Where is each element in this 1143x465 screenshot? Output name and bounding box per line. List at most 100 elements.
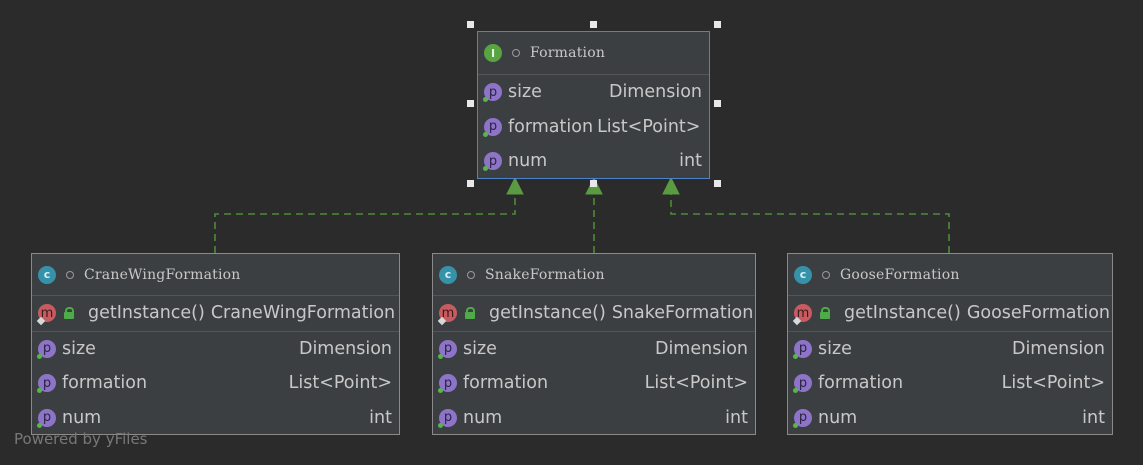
resize-handle-sw[interactable]: [467, 180, 474, 187]
yfiles-watermark: Powered by yFiles: [14, 430, 148, 448]
class-methods: m getInstance() GooseFormation: [788, 296, 1112, 332]
field-name: formation: [463, 373, 549, 394]
field-row[interactable]: p formation List<Point>: [788, 366, 1112, 401]
visibility-icon: [822, 270, 830, 279]
class-icon: c: [38, 265, 56, 284]
field-type: List<Point>: [644, 373, 748, 394]
unlock-icon: [820, 307, 830, 320]
method-name: getInstance(): [844, 303, 961, 324]
method-icon: m: [36, 304, 56, 326]
resize-handle-e[interactable]: [714, 100, 721, 107]
field-type: int: [679, 151, 702, 172]
method-icon: m: [437, 304, 457, 326]
method-name: getInstance(): [489, 303, 606, 324]
field-name: size: [463, 338, 497, 359]
property-icon: p: [438, 339, 457, 359]
class-name: GooseFormation: [840, 266, 960, 283]
property-icon: p: [438, 408, 457, 428]
field-row[interactable]: p size Dimension: [32, 332, 399, 367]
visibility-icon: [66, 270, 74, 279]
class-icon: c: [794, 265, 812, 284]
method-return-type: GooseFormation: [966, 303, 1111, 324]
field-name: size: [508, 82, 542, 103]
interface-name: Formation: [530, 45, 606, 61]
field-type: List<Point>: [1001, 373, 1105, 394]
interface-node-formation[interactable]: I Formation p size Dimension p formation…: [477, 31, 710, 179]
field-type: Dimension: [654, 338, 748, 359]
class-methods: m getInstance() SnakeFormation: [433, 296, 755, 332]
field-name: num: [62, 407, 102, 428]
field-row[interactable]: p size Dimension: [433, 332, 755, 367]
arrowhead-goose: [662, 176, 680, 195]
resize-handle-ne[interactable]: [714, 21, 721, 28]
unlock-icon: [64, 307, 74, 320]
unlock-icon: [465, 307, 475, 320]
method-return-type: CraneWingFormation: [210, 303, 396, 324]
visibility-icon: [512, 49, 520, 57]
edge-cranewing-to-formation[interactable]: [214, 193, 516, 253]
property-icon: p: [37, 408, 56, 428]
class-fields: p size Dimension p formation List<Point>…: [32, 332, 399, 436]
property-icon: p: [37, 339, 56, 359]
field-type: int: [725, 407, 748, 428]
field-type: List<Point>: [597, 116, 701, 137]
field-name: formation: [508, 116, 594, 137]
field-name: formation: [818, 373, 904, 394]
resize-handle-s[interactable]: [590, 180, 597, 187]
property-icon: p: [793, 339, 812, 359]
resize-handle-n[interactable]: [590, 21, 597, 28]
field-row[interactable]: p num int: [478, 144, 709, 179]
interface-icon: I: [484, 44, 502, 62]
method-row[interactable]: m getInstance() GooseFormation: [788, 296, 1112, 331]
arrowhead-cranewing: [506, 176, 524, 195]
field-name: num: [463, 407, 503, 428]
field-row[interactable]: p num int: [433, 401, 755, 436]
interface-header: I Formation: [478, 32, 709, 75]
method-icon: m: [792, 304, 812, 326]
field-type: Dimension: [298, 338, 392, 359]
field-name: size: [818, 338, 852, 359]
property-icon: p: [37, 374, 56, 394]
property-icon: p: [483, 83, 502, 103]
field-row[interactable]: p size Dimension: [788, 332, 1112, 367]
field-row[interactable]: p num int: [788, 401, 1112, 436]
field-row[interactable]: p size Dimension: [478, 75, 709, 110]
property-icon: p: [438, 374, 457, 394]
class-fields: p size Dimension p formation List<Point>…: [788, 332, 1112, 436]
method-return-type: SnakeFormation: [611, 303, 754, 324]
property-icon: p: [483, 117, 502, 137]
property-icon: p: [793, 408, 812, 428]
field-row[interactable]: p num int: [32, 401, 399, 436]
field-type: int: [369, 407, 392, 428]
class-header: c GooseFormation: [788, 254, 1112, 296]
field-type: int: [1082, 407, 1105, 428]
class-fields: p size Dimension p formation List<Point>…: [433, 332, 755, 436]
class-node-gooseformation[interactable]: c GooseFormation m getInstance() GooseFo…: [787, 253, 1113, 435]
class-methods: m getInstance() CraneWingFormation: [32, 296, 399, 332]
visibility-icon: [467, 270, 475, 279]
class-name: CraneWingFormation: [84, 266, 241, 283]
method-name: getInstance(): [88, 303, 205, 324]
class-node-snakeformation[interactable]: c SnakeFormation m getInstance() SnakeFo…: [432, 253, 756, 435]
resize-handle-w[interactable]: [467, 100, 474, 107]
field-name: formation: [62, 373, 148, 394]
interface-fields: p size Dimension p formation List<Point>…: [478, 75, 709, 179]
field-name: num: [508, 151, 548, 172]
method-row[interactable]: m getInstance() SnakeFormation: [433, 296, 755, 331]
field-row[interactable]: p formation List<Point>: [478, 110, 709, 145]
field-row[interactable]: p formation List<Point>: [433, 366, 755, 401]
class-icon: c: [439, 265, 457, 284]
field-type: Dimension: [608, 82, 702, 103]
method-row[interactable]: m getInstance() CraneWingFormation: [32, 296, 399, 331]
field-name: num: [818, 407, 858, 428]
class-header: c CraneWingFormation: [32, 254, 399, 296]
class-node-cranewingformation[interactable]: c CraneWingFormation m getInstance() Cra…: [31, 253, 400, 435]
edge-goose-to-formation[interactable]: [670, 193, 950, 253]
resize-handle-se[interactable]: [714, 180, 721, 187]
field-name: size: [62, 338, 96, 359]
field-type: Dimension: [1011, 338, 1105, 359]
class-header: c SnakeFormation: [433, 254, 755, 296]
property-icon: p: [483, 152, 502, 172]
field-row[interactable]: p formation List<Point>: [32, 366, 399, 401]
resize-handle-nw[interactable]: [467, 21, 474, 28]
